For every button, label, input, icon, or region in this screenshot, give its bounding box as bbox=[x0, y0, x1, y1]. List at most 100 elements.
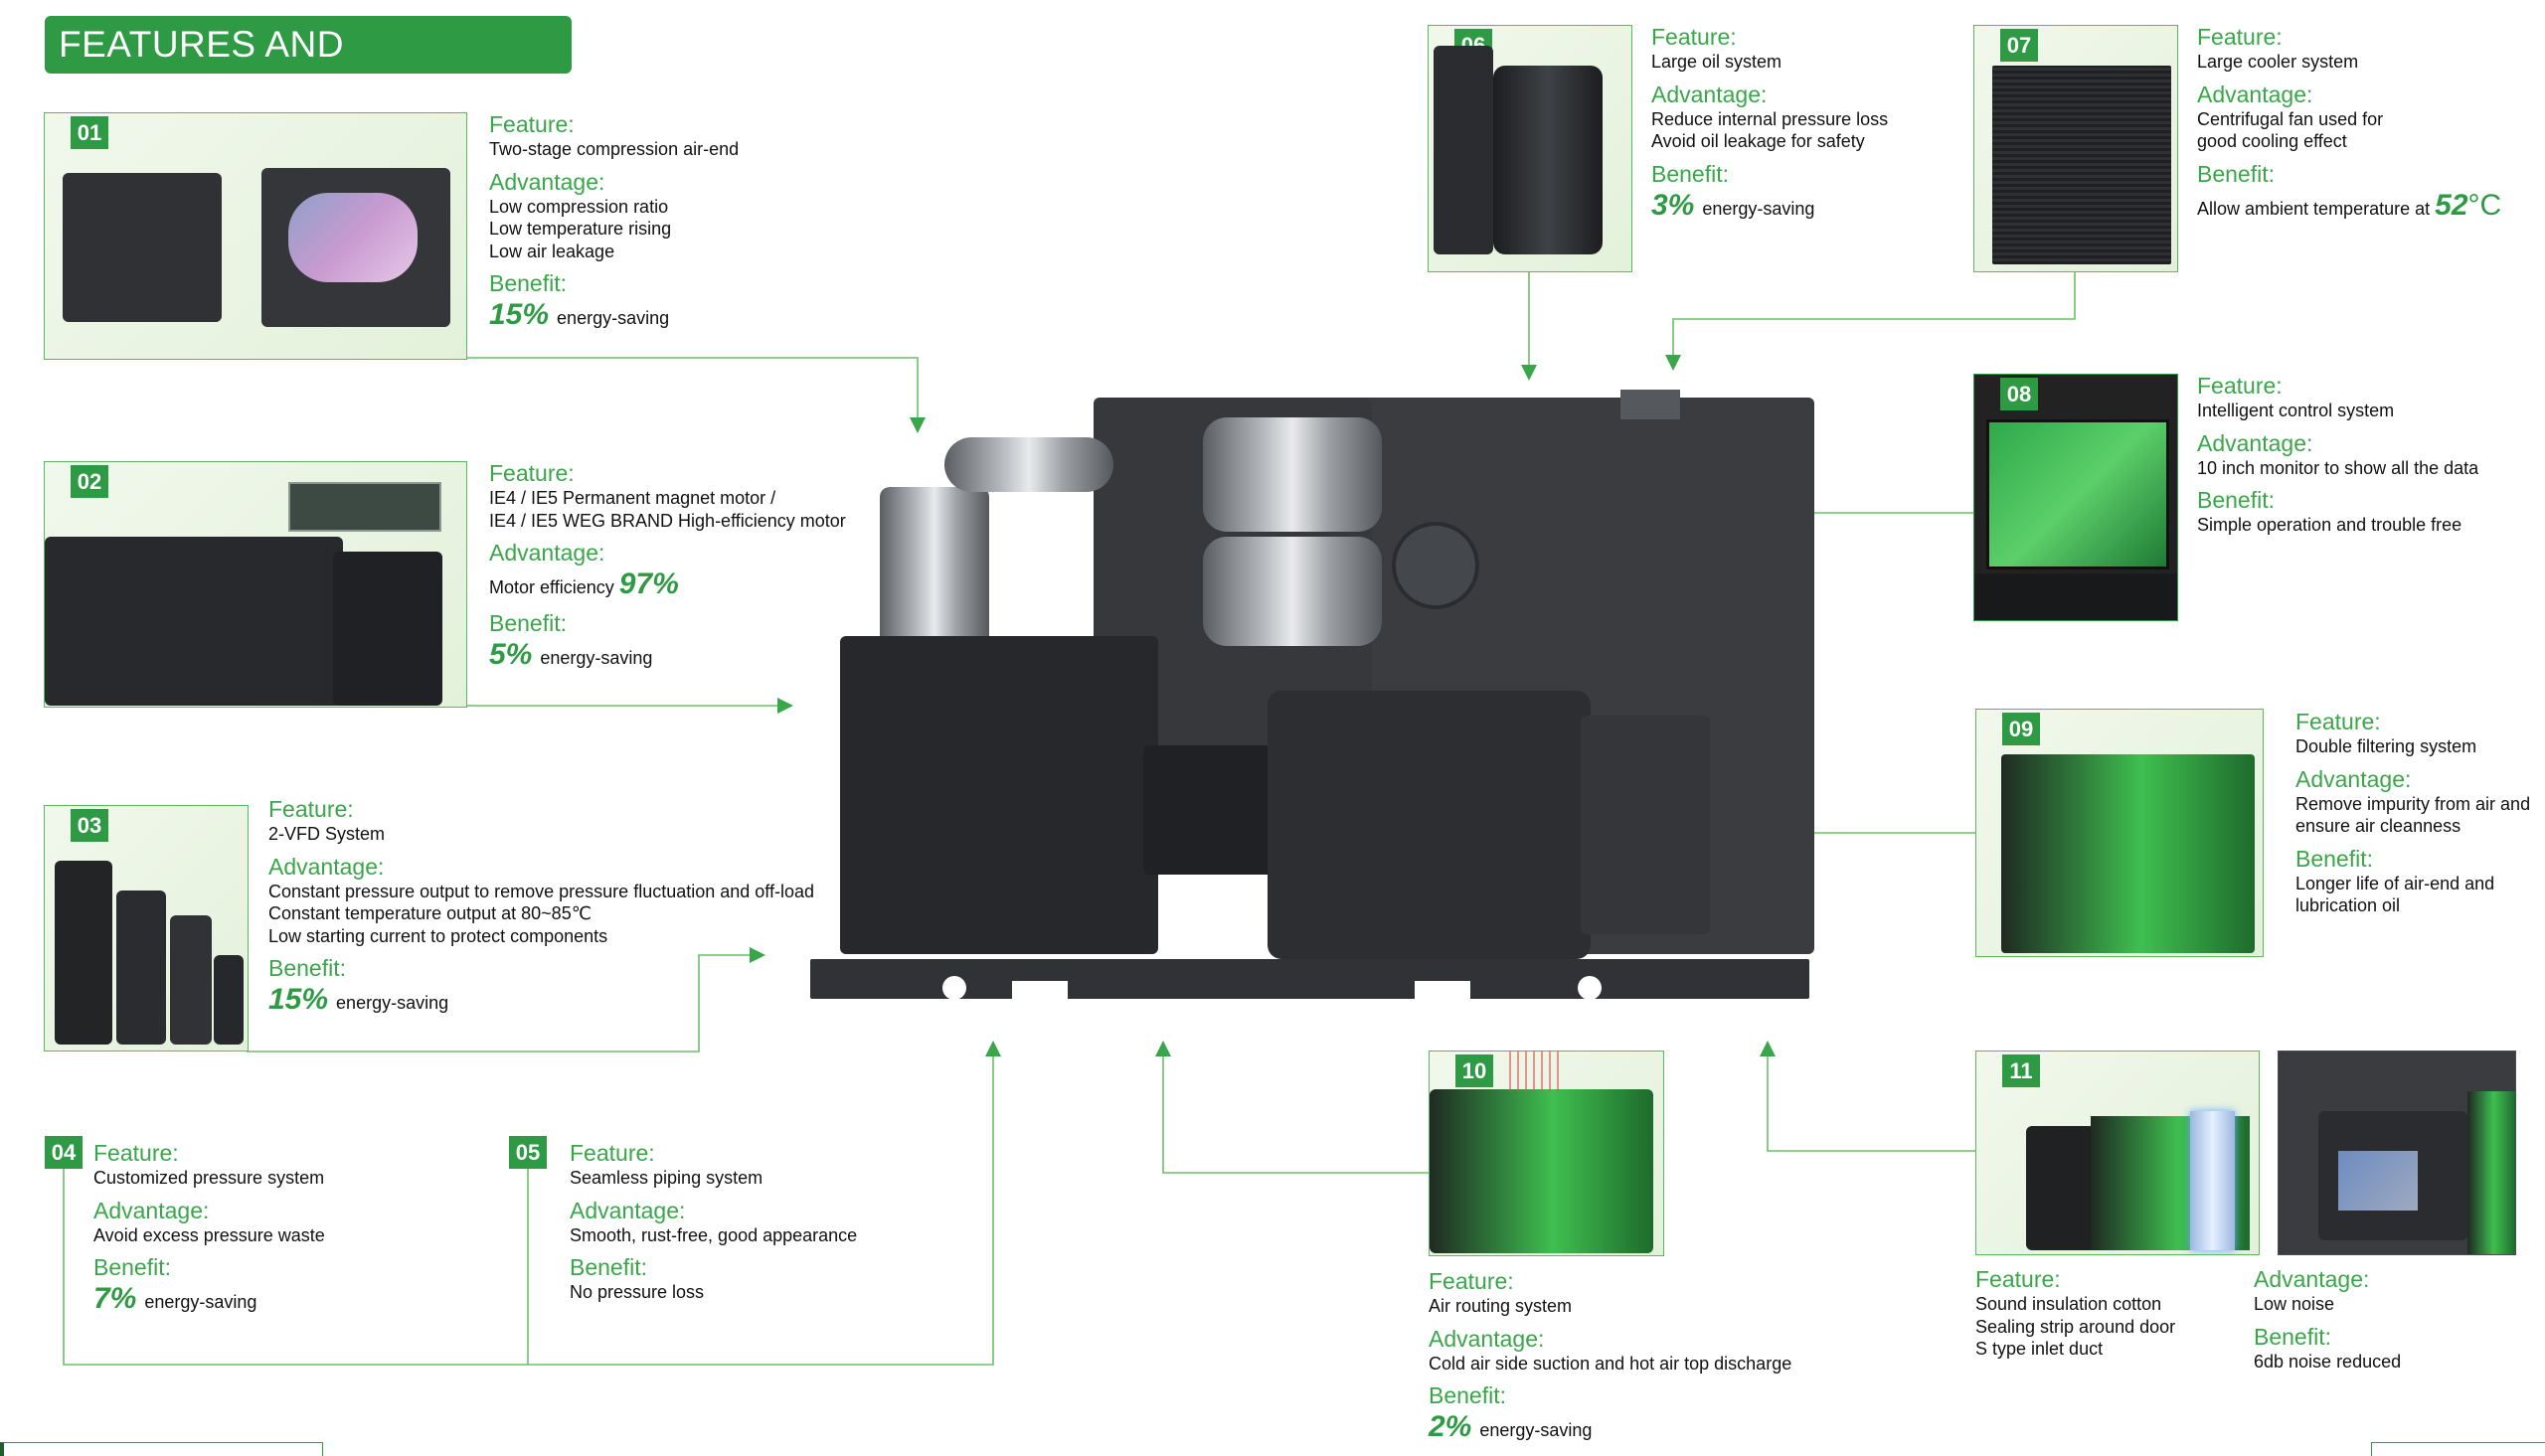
machine-base bbox=[810, 959, 1809, 999]
advantage-01-line-3: Low air leakage bbox=[489, 241, 615, 261]
feature-label-03: Feature: bbox=[268, 796, 354, 822]
benefit-03-suffix: energy-saving bbox=[336, 993, 449, 1013]
bottom-left-frame bbox=[0, 1442, 323, 1456]
feature-07-line-1: Large cooler system bbox=[2197, 52, 2359, 72]
feature-label-08: Feature: bbox=[2197, 373, 2283, 399]
benefit-label-05: Benefit: bbox=[570, 1254, 647, 1280]
badge-10: 10 bbox=[1455, 1054, 1493, 1087]
advantage-09-line-2: ensure air cleanness bbox=[2295, 816, 2461, 836]
advantage-01-line-1: Low compression ratio bbox=[489, 196, 669, 217]
oil-tank-image bbox=[1493, 66, 1603, 254]
advantage-label-07: Advantage: bbox=[2197, 81, 2313, 107]
benefit-10-suffix: energy-saving bbox=[1479, 1420, 1593, 1440]
badge-08: 08 bbox=[2000, 378, 2038, 410]
filter-cabinet-image bbox=[2001, 754, 2255, 953]
text-05: Feature: Seamless piping system Advantag… bbox=[570, 1140, 857, 1304]
feature-label-10: Feature: bbox=[1429, 1268, 1514, 1294]
advantage-09-line-1: Remove impurity from air and bbox=[2295, 793, 2531, 814]
panel-11: 11 bbox=[1975, 1051, 2260, 1255]
benefit-07-value: 52 bbox=[2435, 188, 2468, 222]
benefit-02-suffix: energy-saving bbox=[540, 648, 653, 668]
badge-04: 04 bbox=[45, 1136, 83, 1169]
badge-05: 05 bbox=[509, 1136, 547, 1169]
panel-11-detail bbox=[2278, 1051, 2516, 1255]
monitor-screen-image bbox=[1986, 419, 2169, 569]
connector-07 bbox=[1665, 270, 2076, 371]
feature-label-07: Feature: bbox=[2197, 24, 2283, 50]
advantage-label-05: Advantage: bbox=[570, 1197, 686, 1223]
inspection-cover bbox=[1392, 522, 1479, 609]
text-08: Feature: Intelligent control system Adva… bbox=[2197, 373, 2478, 537]
panel-02: 02 bbox=[44, 461, 467, 708]
benefit-label-01: Benefit: bbox=[489, 270, 567, 296]
panel-03: 03 bbox=[44, 805, 249, 1052]
panel-08: 08 bbox=[1973, 374, 2178, 621]
benefit-07-prefix: Allow ambient temperature at bbox=[2197, 198, 2431, 219]
advantage-08-line-1: 10 inch monitor to show all the data bbox=[2197, 457, 2479, 478]
feature-label-01: Feature: bbox=[489, 111, 575, 137]
text-10: Feature: Air routing system Advantage: C… bbox=[1429, 1268, 1791, 1445]
text-02: Feature: IE4 / IE5 Permanent magnet moto… bbox=[489, 460, 846, 673]
advantage-05-line-1: Smooth, rust-free, good appearance bbox=[570, 1224, 858, 1245]
benefit-04-suffix: energy-saving bbox=[144, 1292, 257, 1312]
advantage-03-line-2: Constant temperature output at 80~85℃ bbox=[268, 903, 592, 923]
rotor-image bbox=[288, 193, 418, 282]
benefit-label-03: Benefit: bbox=[268, 955, 346, 981]
feature-label-09: Feature: bbox=[2295, 709, 2381, 734]
feature-02-line-2: IE4 / IE5 WEG BRAND High-efficiency moto… bbox=[489, 510, 846, 531]
vfd-image-1 bbox=[55, 861, 112, 1045]
oil-frame-image bbox=[1434, 46, 1493, 254]
connector-01 bbox=[465, 357, 926, 433]
feature-label-02: Feature: bbox=[489, 460, 575, 486]
air-routing-image bbox=[1430, 1089, 1653, 1253]
bottom-right-frame bbox=[2371, 1442, 2545, 1456]
benefit-08-line-1: Simple operation and trouble free bbox=[2197, 515, 2462, 535]
feature-01-line-1: Two-stage compression air-end bbox=[489, 139, 740, 159]
monitor-bezel bbox=[1974, 573, 2177, 620]
oil-tank-lower bbox=[1203, 537, 1382, 646]
panel-01: 01 bbox=[44, 112, 467, 360]
feature-label-05: Feature: bbox=[570, 1140, 655, 1166]
intake-pipe bbox=[944, 437, 1113, 492]
panel-09: 09 bbox=[1975, 709, 2264, 957]
feature-label-11: Feature: bbox=[1975, 1266, 2061, 1292]
feature-11-line-3: S type inlet duct bbox=[1975, 1339, 2104, 1359]
feature-05-line-1: Seamless piping system bbox=[570, 1168, 764, 1188]
benefit-label-06: Benefit: bbox=[1651, 160, 1729, 187]
advantage-03-line-3: Low starting current to protect componen… bbox=[268, 925, 608, 946]
base-slot-left bbox=[1012, 981, 1068, 999]
coupling bbox=[1143, 745, 1282, 875]
text-06: Feature: Large oil system Advantage: Red… bbox=[1651, 24, 1888, 224]
insulated-door-image bbox=[2026, 1126, 2096, 1250]
duct-highlight bbox=[2338, 1151, 2418, 1211]
text-03: Feature: 2-VFD System Advantage: Constan… bbox=[268, 796, 814, 1018]
badge-11: 11 bbox=[2002, 1054, 2040, 1087]
text-11-right: Advantage: Low noise Benefit: 6db noise … bbox=[2254, 1266, 2401, 1373]
air-end bbox=[840, 636, 1158, 954]
advantage-03-line-1: Constant pressure output to remove press… bbox=[268, 881, 814, 901]
badge-02: 02 bbox=[71, 465, 108, 498]
motor bbox=[1268, 691, 1591, 959]
advantage-10-line-1: Cold air side suction and hot air top di… bbox=[1429, 1353, 1792, 1374]
vfd-image-2 bbox=[116, 890, 166, 1045]
text-09: Feature: Double filtering system Advanta… bbox=[2295, 709, 2530, 917]
air-end-image-left bbox=[63, 173, 222, 322]
feature-03-line-1: 2-VFD System bbox=[268, 824, 386, 844]
vfd-image-3 bbox=[170, 915, 212, 1045]
advantage-07-line-2: good cooling effect bbox=[2197, 131, 2347, 151]
advantage-label-08: Advantage: bbox=[2197, 429, 2313, 456]
motor-end-cap bbox=[1581, 716, 1710, 934]
benefit-label-10: Benefit: bbox=[1429, 1382, 1506, 1408]
advantage-label-10: Advantage: bbox=[1429, 1325, 1545, 1352]
benefit-01-value: 15% bbox=[489, 298, 550, 331]
advantage-11-line-1: Low noise bbox=[2254, 1294, 2335, 1314]
panel-10: 10 bbox=[1429, 1051, 1664, 1256]
base-hole-left bbox=[942, 976, 966, 1000]
advantage-label-02: Advantage: bbox=[489, 540, 605, 566]
advantage-06-line-2: Avoid oil leakage for safety bbox=[1651, 131, 1865, 151]
text-01: Feature: Two-stage compression air-end A… bbox=[489, 111, 739, 333]
benefit-label-07: Benefit: bbox=[2197, 160, 2275, 187]
advantage-label-06: Advantage: bbox=[1651, 81, 1768, 107]
benefit-09-line-2: lubrication oil bbox=[2295, 895, 2401, 915]
